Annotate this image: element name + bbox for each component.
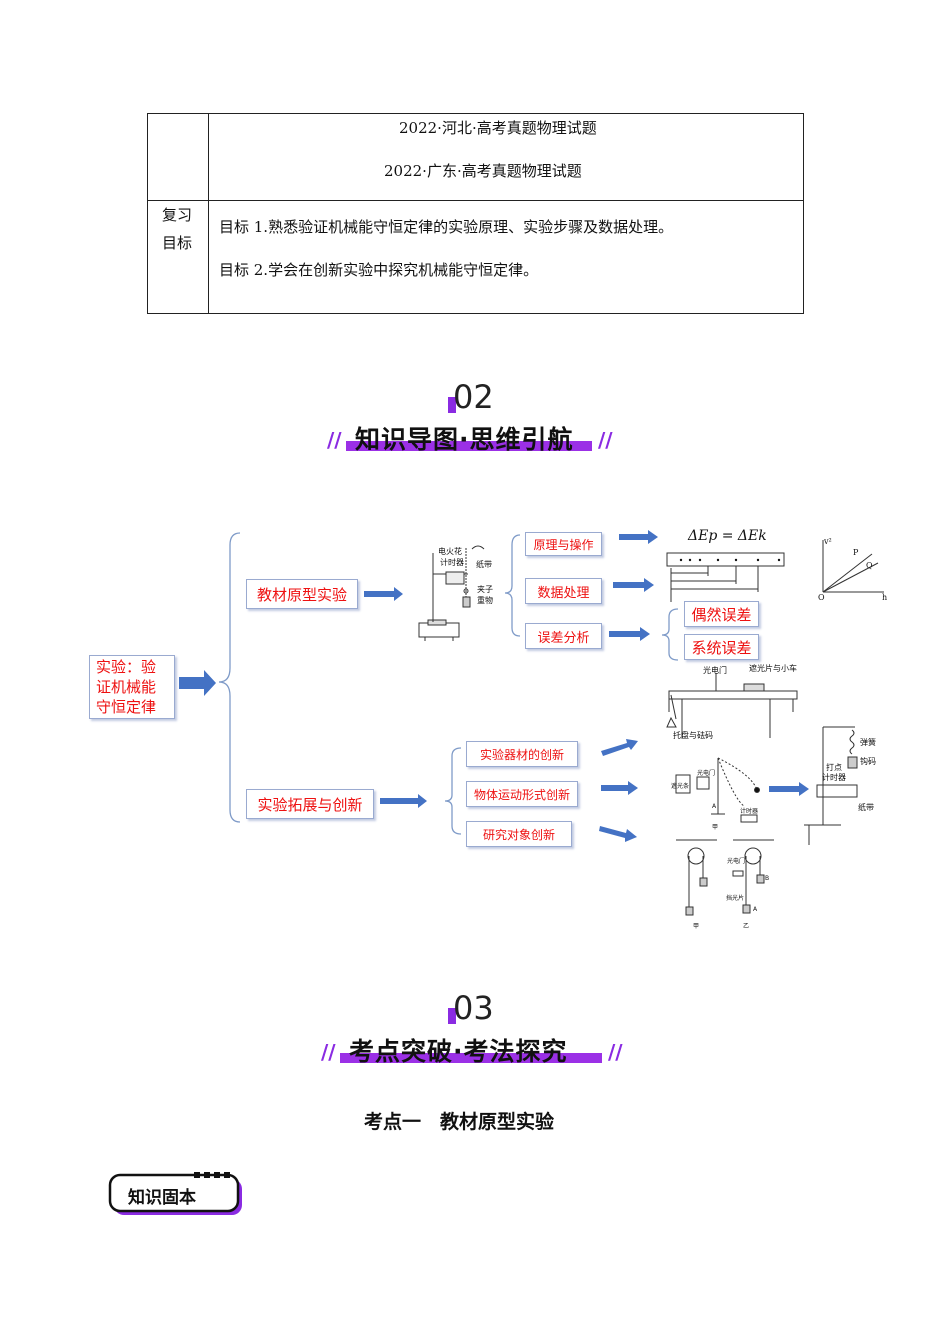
- graph-label-y: v²: [823, 537, 832, 546]
- node-system-error: 系统误差: [684, 634, 759, 660]
- label-weight: 重物: [477, 595, 493, 605]
- label-spring: 弹簧: [860, 737, 876, 747]
- goal-1: 目标 1.熟悉验证机械能守恒定律的实验原理、实验步骤及数据处理。: [219, 218, 674, 236]
- label-spring-timer-2: 计时器: [822, 772, 846, 782]
- review-label-1: 复习: [162, 206, 193, 224]
- section-2-number: 02: [453, 378, 494, 416]
- title-underline: [346, 441, 592, 451]
- root-line-2: 证机械能: [96, 678, 157, 696]
- section-number-accent: [448, 397, 456, 413]
- label-pend-a: A: [712, 803, 717, 810]
- label-pulley-a: A: [753, 906, 758, 913]
- label-track-tray: 托盘与砝码: [673, 730, 713, 740]
- label-clip: 夹子: [477, 584, 493, 594]
- graph-label-x: h: [882, 593, 887, 602]
- slash-decoration: //: [327, 428, 342, 452]
- section-2-title: 知识导图·思维引航: [355, 425, 574, 454]
- node-object: 研究对象创新: [466, 821, 572, 847]
- node-error: 误差分析: [525, 623, 602, 649]
- section-3-title: 考点突破·考法探究: [349, 1037, 568, 1066]
- badge-label: 知识固本: [128, 1188, 196, 1208]
- root-line-3: 守恒定律: [96, 698, 157, 716]
- node-equipment: 实验器材的创新: [466, 741, 578, 767]
- node-data: 数据处理: [525, 578, 602, 604]
- slash-decoration: //: [321, 1040, 336, 1064]
- section-number-accent: [448, 1008, 456, 1024]
- label-track-gate: 光电门: [703, 665, 727, 675]
- root-line-1: 实验：验: [96, 658, 157, 676]
- section-3-number: 03: [453, 989, 494, 1027]
- label-pulley-gate: 光电门: [727, 857, 745, 865]
- node-motion: 物体运动形式创新: [466, 781, 578, 807]
- label-spring-timer-1: 打点: [826, 762, 842, 772]
- exam-source-1: 2022·河北·高考真题物理试题: [399, 119, 597, 137]
- label-timer-2: 计时器: [440, 557, 464, 567]
- exam-source-2: 2022·广东·高考真题物理试题: [384, 162, 582, 180]
- label-pend-gate: 光电门: [697, 769, 715, 777]
- label-pend-jia: 甲: [712, 824, 718, 831]
- label-timer-1: 电火花: [438, 546, 462, 556]
- label-pulley-b: B: [765, 875, 769, 882]
- graph-label-o: O: [818, 593, 825, 602]
- mind-map-graphics: ΔEp = ΔEk P Q O h v²: [179, 528, 887, 930]
- slash-decoration: //: [608, 1040, 623, 1064]
- formula-text: ΔEp = ΔEk: [687, 528, 767, 544]
- node-principle: 原理与操作: [525, 532, 602, 556]
- label-spring-tape: 纸带: [858, 802, 874, 812]
- node-random-error: 偶然误差: [684, 601, 759, 627]
- label-pend-shade: 遮光条: [671, 782, 689, 790]
- title-underline: [340, 1053, 602, 1063]
- badge-frame: [108, 1172, 242, 1215]
- graph-label-q: Q: [866, 561, 873, 570]
- label-track-car: 遮光片与小车: [749, 663, 797, 673]
- branch-textbook: 教材原型实验: [246, 579, 358, 609]
- label-pulley-yi: 乙: [743, 923, 749, 930]
- goal-2: 目标 2.学会在创新实验中探究机械能守恒定律。: [219, 261, 539, 279]
- root-node: 实验：验 证机械能 守恒定律: [89, 655, 175, 719]
- review-label-2: 目标: [162, 234, 193, 252]
- slash-decoration: //: [598, 428, 613, 452]
- topic-heading: 考点一 教材原型实验: [364, 1111, 555, 1133]
- label-tape: 纸带: [476, 559, 492, 569]
- label-hook: 钩码: [860, 756, 876, 766]
- label-pulley-shade: 挡光片: [726, 894, 744, 902]
- branch-innovation: 实验拓展与创新: [246, 789, 374, 819]
- label-pend-timer: 计时器: [740, 807, 758, 815]
- graph-label-p: P: [853, 548, 859, 557]
- label-pulley-jia: 甲: [693, 923, 699, 930]
- review-table: 2022·河北·高考真题物理试题 2022·广东·高考真题物理试题 复习 目标 …: [147, 113, 804, 314]
